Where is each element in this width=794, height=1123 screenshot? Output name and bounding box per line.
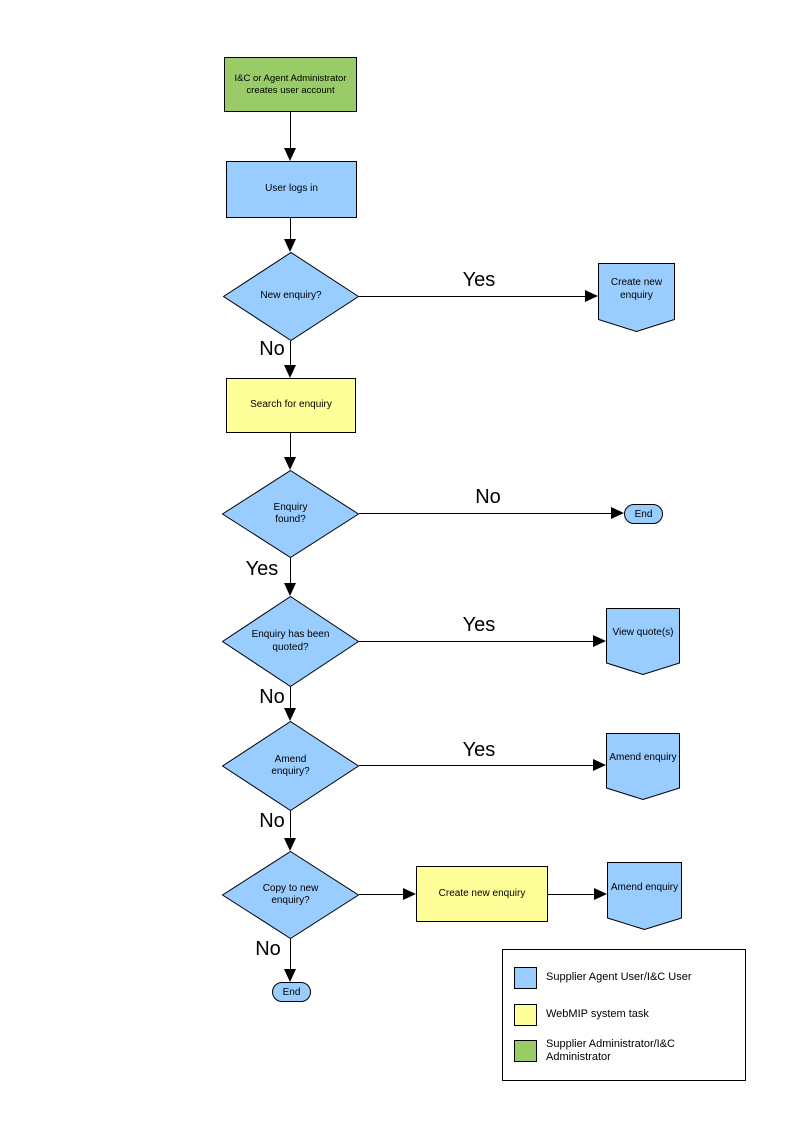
arrowhead-down-icon <box>284 457 296 470</box>
process-create-account: I&C or Agent Administrator creates user … <box>224 57 357 112</box>
decision-enquiry-found-label: Enquiry found? <box>273 501 308 526</box>
task-search-for-enquiry-label: Search for enquiry <box>250 399 332 411</box>
decision-copy-to-new-enquiry-label: Copy to new enquiry? <box>262 882 319 907</box>
connector-4 <box>290 433 291 457</box>
offpage-create-new-enquiry: Create new enquiry <box>598 263 675 332</box>
connector-yes-3 <box>359 641 593 642</box>
decision-amend-enquiry-label: Amend enquiry? <box>271 753 310 778</box>
process-user-logs-in: User logs in <box>226 161 357 218</box>
offpage-create-new-enquiry-label: Create new enquiry <box>610 277 663 301</box>
offpage-amend-enquiry-2: Amend enquiry <box>607 862 682 930</box>
connector-10 <box>290 939 291 969</box>
legend-item-admin: Supplier Administrator/I&C Administrator <box>514 1038 736 1064</box>
arrowhead-down-icon <box>284 838 296 851</box>
legend-box: Supplier Agent User/I&C User WebMIP syst… <box>502 949 746 1081</box>
branch-label-yes-4: Yes <box>462 739 496 761</box>
connector-8 <box>359 894 403 895</box>
branch-label-no-4: No <box>259 810 285 832</box>
branch-label-yes-3: Yes <box>462 614 496 636</box>
decision-enquiry-quoted-label: Enquiry has been quoted? <box>251 629 330 653</box>
connector-9 <box>548 894 594 895</box>
legend-item-task: WebMIP system task <box>514 1004 736 1026</box>
connector-5 <box>290 558 291 583</box>
legend-label-admin: Supplier Administrator/I&C Administrator <box>546 1038 675 1064</box>
offpage-amend-enquiry-1: Amend enquiry <box>606 733 680 800</box>
connector-2 <box>290 218 291 239</box>
arrowhead-down-icon <box>284 583 296 596</box>
branch-label-no-3: No <box>259 686 285 708</box>
connector-no-2 <box>359 513 611 514</box>
arrowhead-down-icon <box>284 708 296 721</box>
task-create-new-enquiry: Create new enquiry <box>416 866 548 922</box>
arrowhead-right-icon <box>585 290 598 302</box>
offpage-view-quotes: View quote(s) <box>606 608 680 675</box>
decision-amend-enquiry: Amend enquiry? <box>222 721 359 811</box>
branch-label-no-2: No <box>475 486 501 508</box>
legend-item-actor: Supplier Agent User/I&C User <box>514 967 736 989</box>
process-user-logs-in-label: User logs in <box>265 183 318 195</box>
decision-enquiry-found: Enquiry found? <box>222 470 359 558</box>
arrowhead-down-icon <box>284 365 296 378</box>
terminator-end-2: End <box>272 982 311 1002</box>
connector-3 <box>290 341 291 365</box>
process-create-account-label: I&C or Agent Administrator creates user … <box>234 72 347 96</box>
arrowhead-right-icon <box>594 888 607 900</box>
connector-yes-1 <box>359 296 585 297</box>
legend-label-task: WebMIP system task <box>546 1008 649 1021</box>
legend-swatch-blue <box>514 967 537 989</box>
decision-copy-to-new-enquiry: Copy to new enquiry? <box>222 851 359 939</box>
branch-label-yes-1: Yes <box>462 269 496 291</box>
branch-label-no-5: No <box>255 938 281 960</box>
arrowhead-right-icon <box>403 888 416 900</box>
terminator-end-1-label: End <box>634 508 653 520</box>
branch-label-yes-2: Yes <box>245 558 279 580</box>
arrowhead-right-icon <box>611 507 624 519</box>
arrowhead-down-icon <box>284 148 296 161</box>
terminator-end-1: End <box>624 504 663 524</box>
terminator-end-2-label: End <box>282 986 301 998</box>
arrowhead-down-icon <box>284 969 296 982</box>
connector-7 <box>290 811 291 838</box>
task-create-new-enquiry-label: Create new enquiry <box>438 887 526 899</box>
arrowhead-down-icon <box>284 239 296 252</box>
connector-6 <box>290 687 291 708</box>
branch-label-no-1: No <box>259 338 285 360</box>
legend-swatch-green <box>514 1040 537 1063</box>
legend-swatch-yellow <box>514 1004 537 1026</box>
legend-label-actor: Supplier Agent User/I&C User <box>546 971 692 984</box>
connector-1 <box>290 112 291 148</box>
decision-new-enquiry-label: New enquiry? <box>260 290 322 302</box>
offpage-view-quotes-label: View quote(s) <box>612 627 674 639</box>
connector-yes-4 <box>359 765 593 766</box>
arrowhead-right-icon <box>593 759 606 771</box>
task-search-for-enquiry: Search for enquiry <box>226 378 356 433</box>
offpage-amend-enquiry-1-label: Amend enquiry <box>609 752 677 764</box>
decision-enquiry-quoted: Enquiry has been quoted? <box>222 596 359 687</box>
arrowhead-right-icon <box>593 635 606 647</box>
decision-new-enquiry: New enquiry? <box>223 252 359 341</box>
offpage-amend-enquiry-2-label: Amend enquiry <box>610 881 679 893</box>
